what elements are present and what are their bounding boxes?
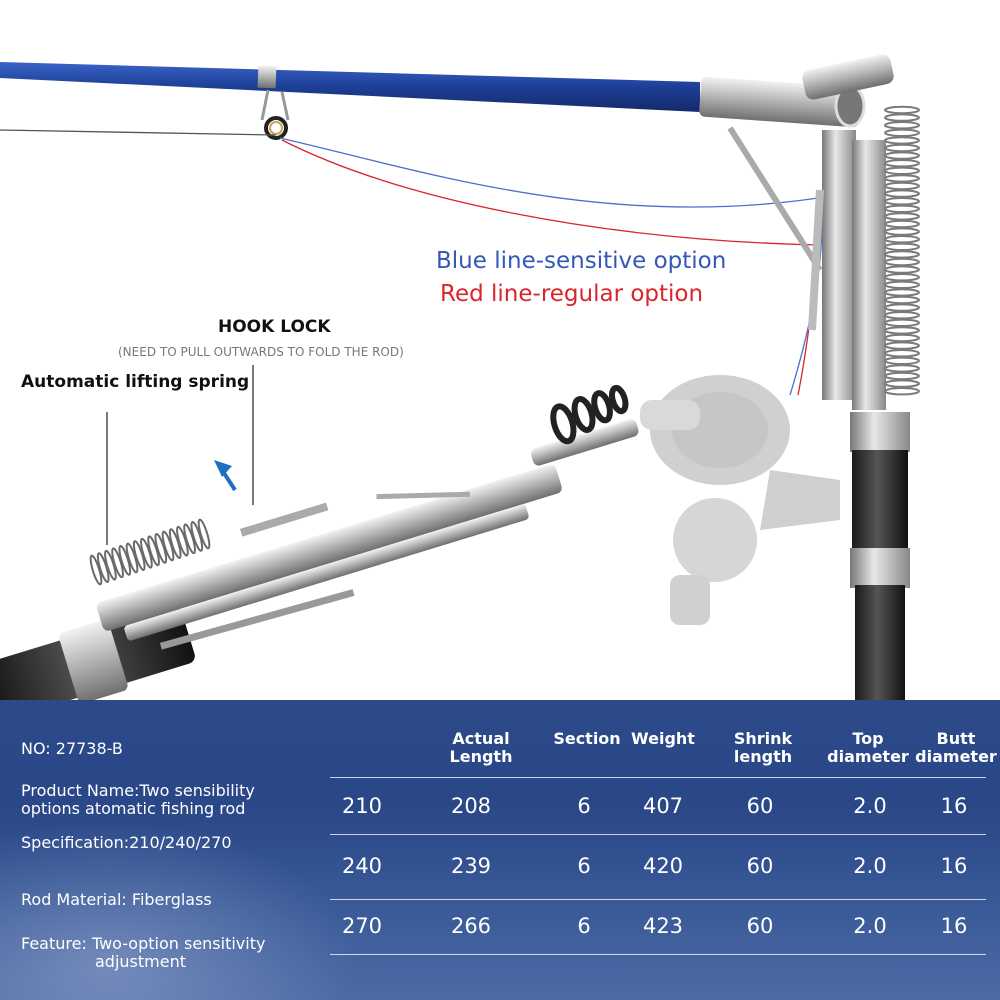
rod-material: Rod Material: Fiberglass (21, 890, 212, 909)
table-cell: 6 (577, 854, 591, 878)
table-cell: 60 (746, 914, 774, 938)
spring-horizontal (89, 518, 211, 586)
product-number: NO: 27738-B (21, 739, 123, 758)
blue-rod (0, 62, 700, 140)
background-haze (0, 820, 360, 1000)
feature-line-1: Feature: Two-option sensitivity (21, 934, 266, 953)
handle-grip (850, 412, 910, 700)
reel (640, 375, 840, 625)
table-cell: 210 (341, 794, 383, 818)
table-divider (330, 834, 986, 835)
table-cell: 240 (341, 854, 383, 878)
hook-lock-note: (NEED TO PULL OUTWARDS TO FOLD THE ROD) (118, 345, 404, 359)
hook-lock-label: HOOK LOCK (218, 317, 331, 337)
table-cell: 239 (450, 854, 492, 878)
spring-label: Automatic lifting spring (21, 372, 250, 392)
table-cell: 270 (341, 914, 383, 938)
blue-line-label: Blue line-sensitive option (436, 248, 727, 274)
table-cell: 60 (746, 794, 774, 818)
table-cell: 208 (450, 794, 492, 818)
red-line-label: Red line-regular option (440, 281, 704, 307)
product-illustration (0, 54, 920, 700)
table-divider (330, 899, 986, 900)
table-cell: 16 (940, 914, 968, 938)
feature-line-2: adjustment (95, 952, 186, 971)
table-cell: 6 (577, 794, 591, 818)
table-cell: 2.0 (853, 914, 887, 938)
table-cell: 6 (577, 914, 591, 938)
folded-rod (0, 384, 639, 700)
table-cell: 407 (642, 794, 684, 818)
specification: Specification:210/240/270 (21, 833, 232, 852)
table-divider (330, 777, 986, 778)
spring-vertical (884, 105, 920, 396)
table-cell: 423 (642, 914, 684, 938)
product-name-line-2: options atomatic fishing rod (21, 799, 246, 818)
spec-panel: NO: 27738-B Product Name:Two sensibility… (0, 700, 1000, 1000)
table-cell: 420 (642, 854, 684, 878)
table-cell: 266 (450, 914, 492, 938)
arrow-up-icon (214, 460, 237, 492)
table-cell: 60 (746, 854, 774, 878)
table-cell: 16 (940, 794, 968, 818)
table-cell: 16 (940, 854, 968, 878)
table-divider (330, 954, 986, 955)
table-cell: 2.0 (853, 854, 887, 878)
table-cell: 2.0 (853, 794, 887, 818)
header-weight: Weight (631, 729, 695, 748)
product-name-line-1: Product Name:Two sensibility (21, 781, 255, 800)
header-section: Section (553, 729, 621, 748)
